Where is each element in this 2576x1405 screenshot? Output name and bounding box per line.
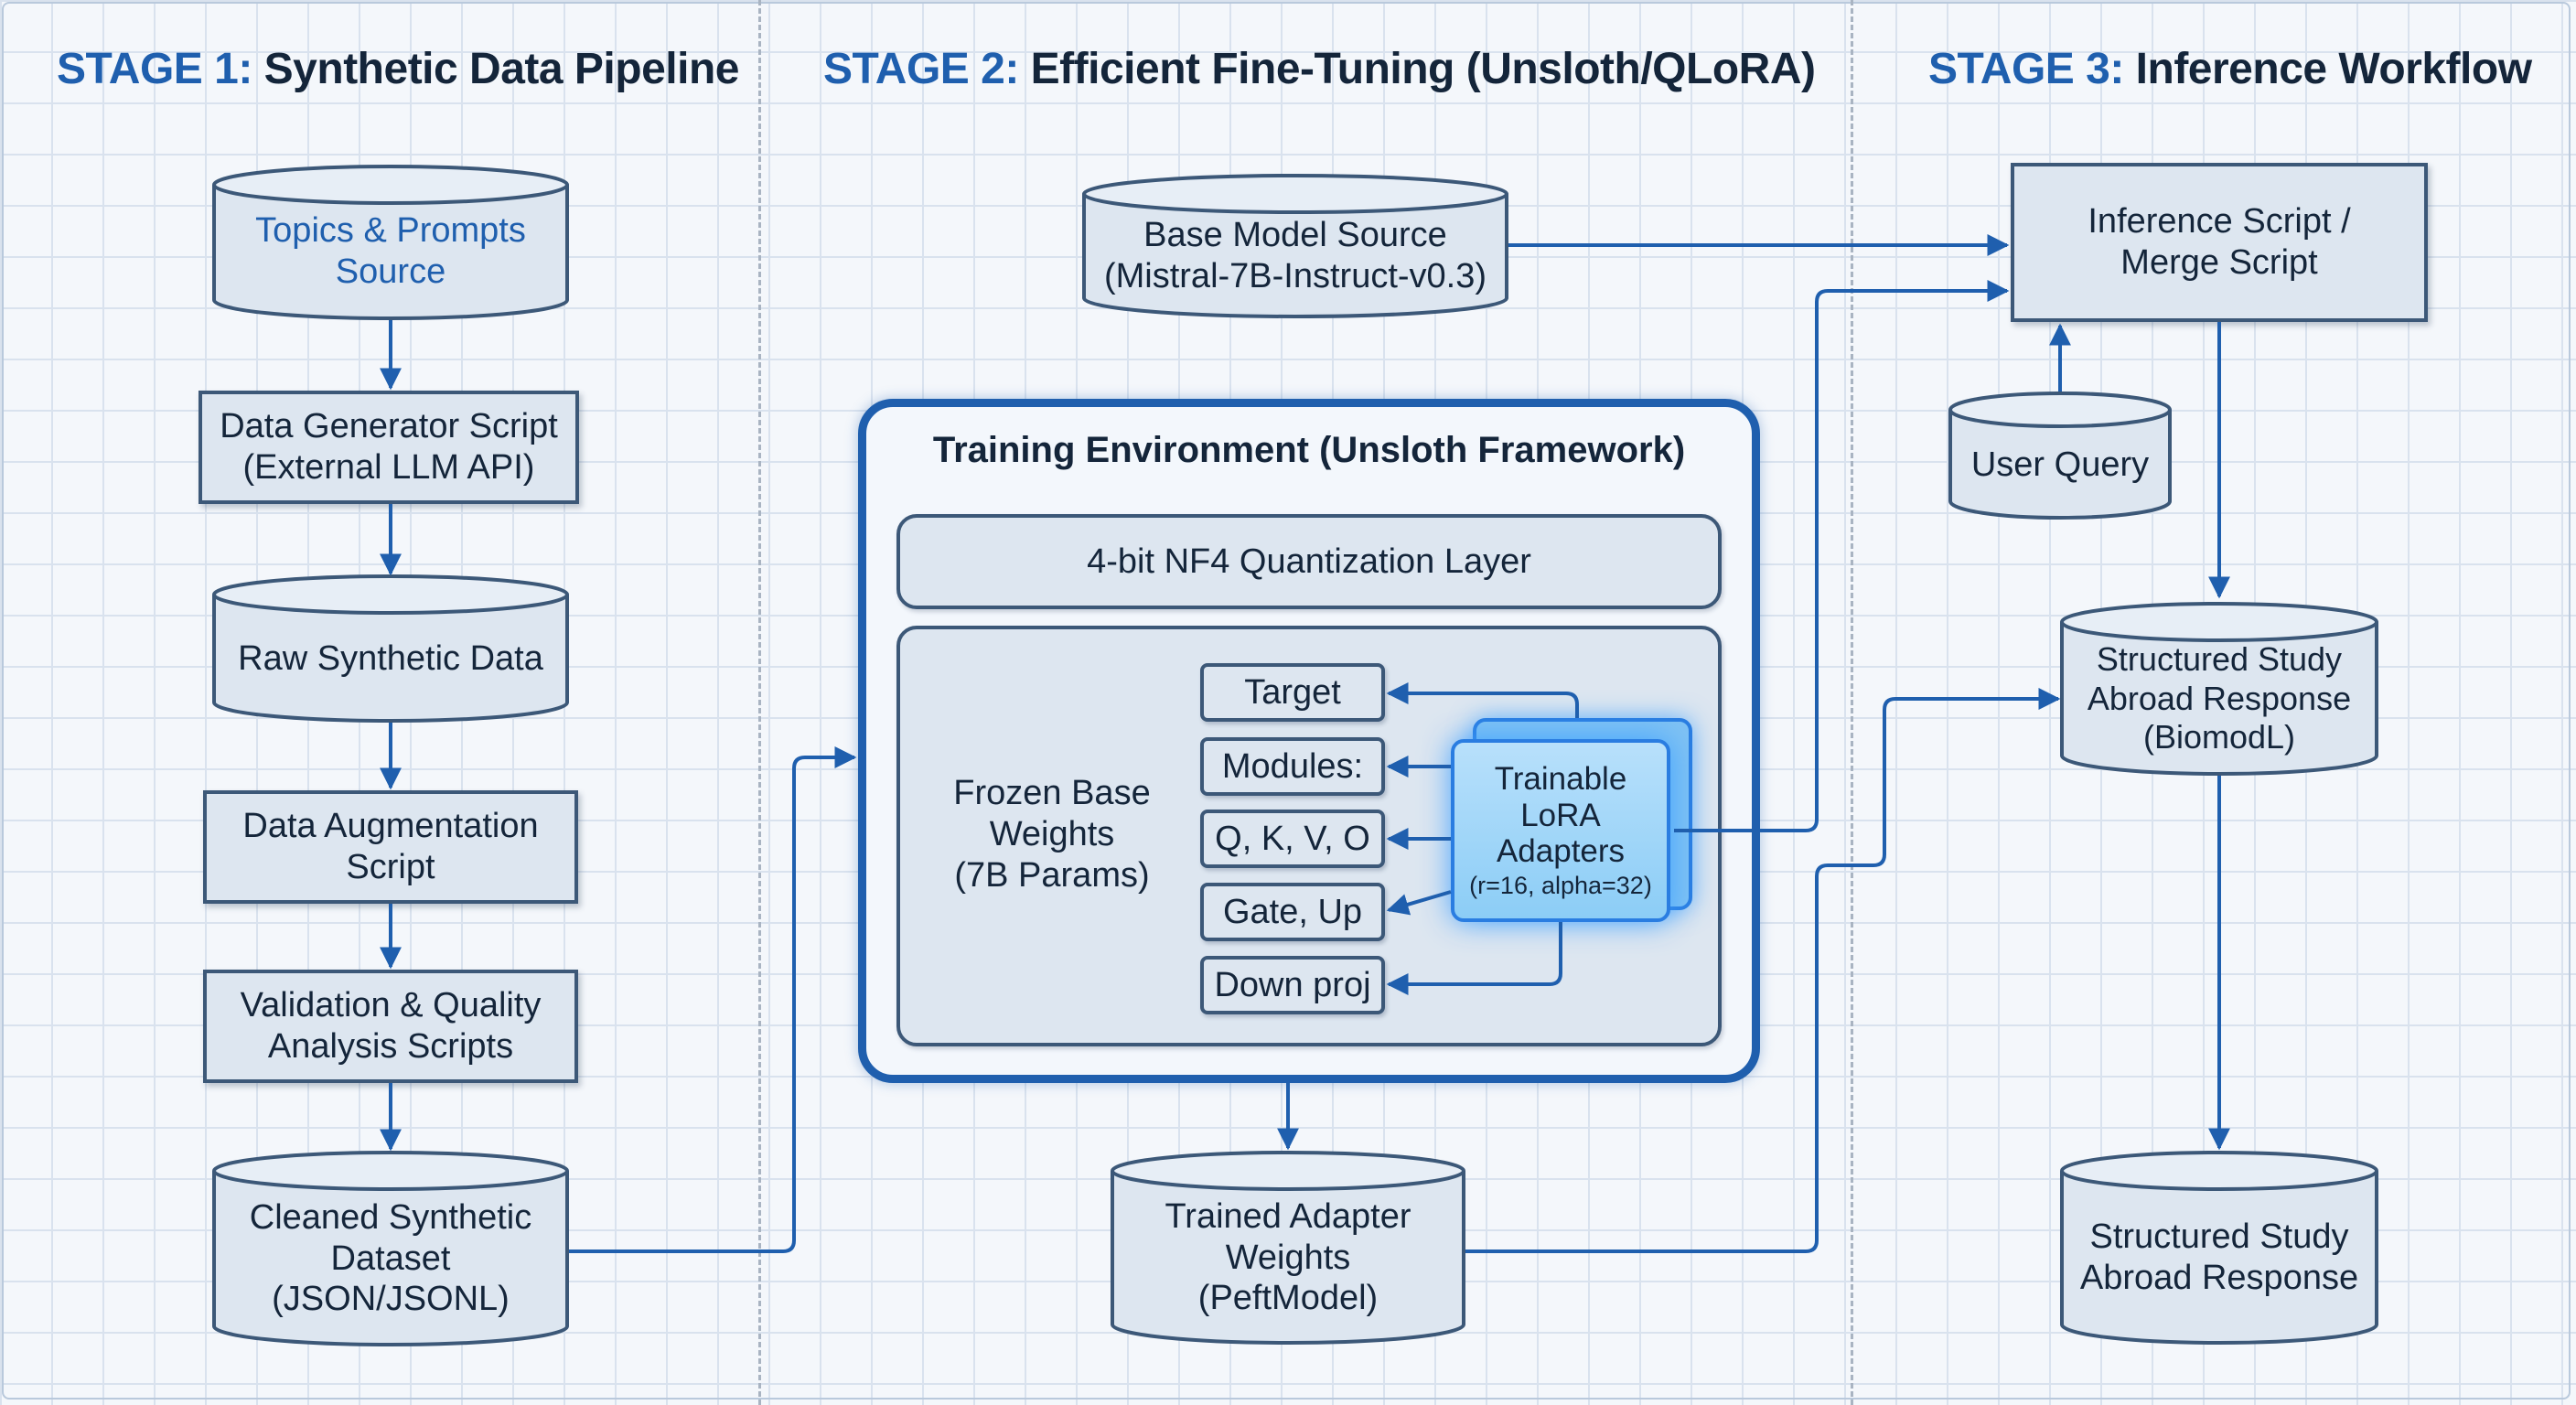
arrow-lora-to-inference [1674,280,2010,832]
structured-response-cylinder: Structured Study Abroad Response [2060,1151,2378,1345]
cylinder-shape [1111,1151,1465,1345]
module-modules: Modules: [1200,737,1385,796]
cylinder-shape [2060,1151,2378,1345]
topics-source-label: Topics & Prompts Source [255,211,526,291]
stage1-title: Synthetic Data Pipeline [263,45,740,93]
stage-divider-1 [758,0,761,1405]
cylinder-shape [212,165,569,320]
module-target-label: Target [1244,672,1341,712]
arrow-lora-to-gate-up [1386,890,1452,916]
cylinder-shape [2060,602,2378,776]
stage1-heading: STAGE 1: Synthetic Data Pipeline [57,44,739,94]
module-down-proj-label: Down proj [1214,965,1371,1004]
arrow-trained-to-structured [1465,688,2061,1253]
structured-response-label: Structured Study Abroad Response [2079,1217,2359,1297]
cylinder-shape [212,574,569,723]
stage2-title: Efficient Fine-Tuning (Unsloth/QLoRA) [1030,45,1816,93]
base-model-label: Base Model Source (Mistral-7B-Instruct-v… [1103,216,1487,295]
stage-divider-2 [1851,0,1853,1405]
inference-script-label: Inference Script / Merge Script [2088,202,2351,282]
arrow-cleaned-to-training [569,746,857,1253]
module-gate-up: Gate, Up [1200,883,1385,941]
raw-data-label: Raw Synthetic Data [238,638,543,678]
stage1-number: STAGE 1: [57,45,252,93]
module-down-proj: Down proj [1200,956,1385,1014]
module-qkvo: Q, K, V, O [1200,810,1385,868]
arrow-lora-to-target [1386,682,1579,718]
raw-data-cylinder: Raw Synthetic Data [212,574,569,723]
data-generator-label: Data Generator Script (External LLM API) [220,407,558,487]
cleaned-dataset-label: Cleaned Synthetic Dataset (JSON/JSONL) [249,1197,532,1319]
lora-adapters-box: Trainable LoRA Adapters (r=16, alpha=32) [1451,739,1670,922]
lora-params-label: (r=16, alpha=32) [1469,872,1652,900]
module-gate-up-label: Gate, Up [1222,892,1363,931]
base-model-cylinder: Base Model Source (Mistral-7B-Instruct-v… [1082,174,1508,318]
stage2-number: STAGE 2: [823,45,1019,93]
cleaned-dataset-cylinder: Cleaned Synthetic Dataset (JSON/JSONL) [212,1151,569,1346]
arrow-lora-to-down-proj [1386,922,1562,995]
stage3-title: Inference Workflow [2135,45,2532,93]
cylinder-shape [1948,391,2172,520]
quantization-layer: 4-bit NF4 Quantization Layer [896,514,1722,609]
augmentation-label: Data Augmentation Script [242,807,539,886]
stage2-heading: STAGE 2: Efficient Fine-Tuning (Unsloth/… [823,44,1816,94]
stage3-heading: STAGE 3: Inference Workflow [1928,44,2532,94]
cylinder-shape [212,1151,569,1346]
augmentation-box: Data Augmentation Script [203,790,578,904]
lora-adapters-label: Trainable LoRA Adapters [1494,760,1627,870]
structured-response-biomodl-label: Structured Study Abroad Response (Biomod… [2087,640,2352,756]
module-modules-label: Modules: [1221,746,1364,786]
validation-box: Validation & Quality Analysis Scripts [203,970,578,1083]
topics-source-cylinder: Topics & Prompts Source [212,165,569,320]
module-target: Target [1200,663,1385,722]
quantization-label: 4-bit NF4 Quantization Layer [1087,542,1531,581]
data-generator-box: Data Generator Script (External LLM API) [199,391,579,504]
user-query-cylinder: User Query [1948,391,2172,520]
validation-label: Validation & Quality Analysis Scripts [240,986,542,1066]
module-qkvo-label: Q, K, V, O [1215,819,1370,858]
cylinder-shape [1082,174,1508,318]
trained-adapter-label: Trained Adapter Weights (PeftModel) [1165,1196,1411,1318]
frozen-weights-label: Frozen Base Weights (7B Params) [953,774,1151,895]
structured-response-biomodl-cylinder: Structured Study Abroad Response (Biomod… [2060,602,2378,776]
trained-adapter-cylinder: Trained Adapter Weights (PeftModel) [1111,1151,1465,1345]
training-environment-title: Training Environment (Unsloth Framework) [932,430,1686,470]
inference-script-box: Inference Script / Merge Script [2011,163,2428,322]
stage3-number: STAGE 3: [1928,45,2124,93]
user-query-label: User Query [1970,445,2150,484]
